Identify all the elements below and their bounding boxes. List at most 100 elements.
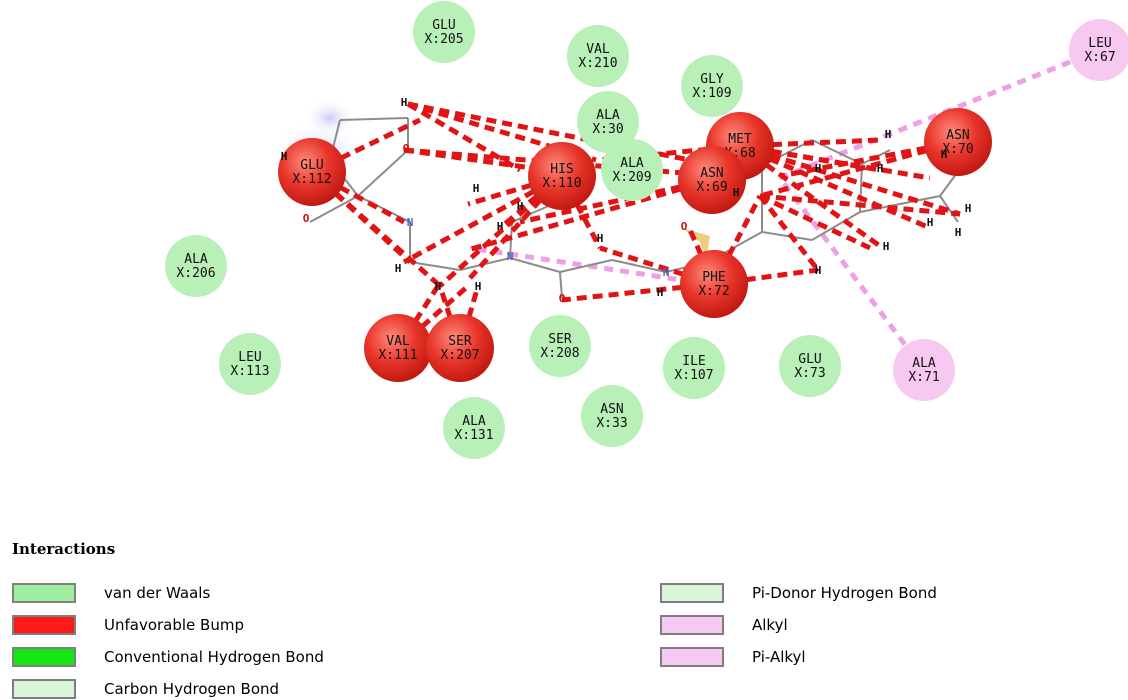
- unfavorable-bump-line: [467, 177, 713, 253]
- residue-name: VAL: [386, 334, 410, 349]
- residue-name: ALA: [620, 156, 644, 171]
- residue-disc: [567, 25, 629, 87]
- residue-name: ASN: [600, 402, 623, 417]
- legend-label: Pi-Donor Hydrogen Bond: [752, 584, 937, 602]
- residue-number: X:113: [230, 364, 269, 379]
- residue-disc: [165, 235, 227, 297]
- residue-name: ALA: [184, 252, 208, 267]
- legend-swatch: [660, 583, 724, 603]
- ligand-bond: [761, 231, 813, 241]
- residue-name: GLU: [300, 158, 323, 173]
- unfavorable-bump-line: [559, 174, 603, 250]
- residue-number: X:207: [440, 348, 479, 363]
- unfavorable-bump-line: [395, 284, 441, 350]
- ligand-bond: [811, 211, 861, 241]
- hydrogen-atom-label: H: [473, 182, 480, 195]
- unfavorable-bump-line: [738, 143, 882, 249]
- hydrogen-atom-label: H: [955, 226, 962, 239]
- residue-number: X:205: [424, 32, 463, 47]
- hydrogen-atom-label: H: [517, 200, 524, 213]
- hydrogen-atom-label: H: [597, 232, 604, 245]
- residue-disc: [601, 139, 663, 201]
- residue-name: SER: [448, 334, 472, 349]
- residue-name: LEU: [1088, 36, 1111, 51]
- residue-name: GLU: [432, 18, 455, 33]
- hydrogen-atom-label: H: [965, 202, 972, 215]
- unfavorable-bump-line: [739, 143, 819, 173]
- residue-disc: [529, 315, 591, 377]
- legend-item-alkyl: Alkyl: [660, 614, 788, 636]
- residue-number: X:33: [596, 416, 627, 431]
- legend-item-van-der-waals: van der Waals: [12, 582, 210, 604]
- legend-item-carbon-hydrogen-bond: Carbon Hydrogen Bond: [12, 678, 279, 700]
- alkyl-interaction-line: [778, 176, 926, 372]
- legend-swatch: [12, 615, 76, 635]
- ligand-bond: [939, 195, 959, 223]
- residue-disc: [413, 1, 475, 63]
- oxygen-atom-label: O: [681, 220, 688, 233]
- hydrogen-atom-label: H: [657, 286, 664, 299]
- legend-label: van der Waals: [104, 584, 211, 602]
- residue-name: LEU: [238, 350, 261, 365]
- legend-label: Pi-Alkyl: [752, 648, 806, 666]
- ligand-bond: [611, 259, 667, 273]
- ligand-bond: [357, 149, 409, 197]
- residue-name: MET: [728, 132, 752, 147]
- legend-item-pi-alkyl: Pi-Alkyl: [660, 646, 806, 668]
- hydrogen-atom-label: H: [815, 264, 822, 277]
- residue-name: ASN: [700, 166, 723, 181]
- residue-number: X:30: [592, 122, 623, 137]
- legend-label: Unfavorable Bump: [104, 616, 244, 634]
- unfavorable-bump-line: [402, 173, 564, 265]
- residue-name: VAL: [586, 42, 610, 57]
- ligand-bond: [309, 195, 359, 223]
- residue-number: X:72: [698, 284, 729, 299]
- ligand-bond: [339, 117, 409, 121]
- hydrogen-atom-label: H: [927, 216, 934, 229]
- legend-title: Interactions: [12, 540, 116, 558]
- hydrogen-atom-label: H: [885, 128, 892, 141]
- solvent-glow: [304, 98, 356, 138]
- residue-disc: [364, 314, 432, 382]
- residue-name: GLU: [798, 352, 821, 367]
- residue-disc: [528, 142, 596, 210]
- residue-disc: [893, 339, 955, 401]
- residue-disc: [581, 385, 643, 447]
- residue-name: ALA: [912, 356, 936, 371]
- hydrogen-atom-label: H: [883, 240, 890, 253]
- residue-number: X:111: [378, 348, 417, 363]
- nitrogen-atom-label: N: [407, 216, 414, 229]
- unfavorable-bump-line: [759, 193, 961, 217]
- ligand-bond: [509, 257, 561, 273]
- residue-name: PHE: [702, 270, 725, 285]
- unfavorable-bump-line: [403, 147, 721, 179]
- residue-number: X:206: [176, 266, 215, 281]
- residue-name: SER: [548, 332, 572, 347]
- residue-disc: [443, 397, 505, 459]
- residue-disc: [278, 138, 346, 206]
- unfavorable-bump-line: [438, 174, 564, 288]
- legend-label: Conventional Hydrogen Bond: [104, 648, 324, 666]
- oxygen-atom-label: O: [303, 212, 310, 225]
- residue-disc: [924, 108, 992, 176]
- unfavorable-bump-line: [406, 101, 522, 173]
- unfavorable-bump-line: [779, 139, 959, 179]
- residue-number: X:69: [696, 180, 727, 195]
- hydrogen-atom-label: H: [435, 280, 442, 293]
- residue-number: X:107: [674, 368, 713, 383]
- hydrogen-atom-label: H: [281, 150, 288, 163]
- residue-number: X:71: [908, 370, 939, 385]
- residue-disc: [577, 91, 639, 153]
